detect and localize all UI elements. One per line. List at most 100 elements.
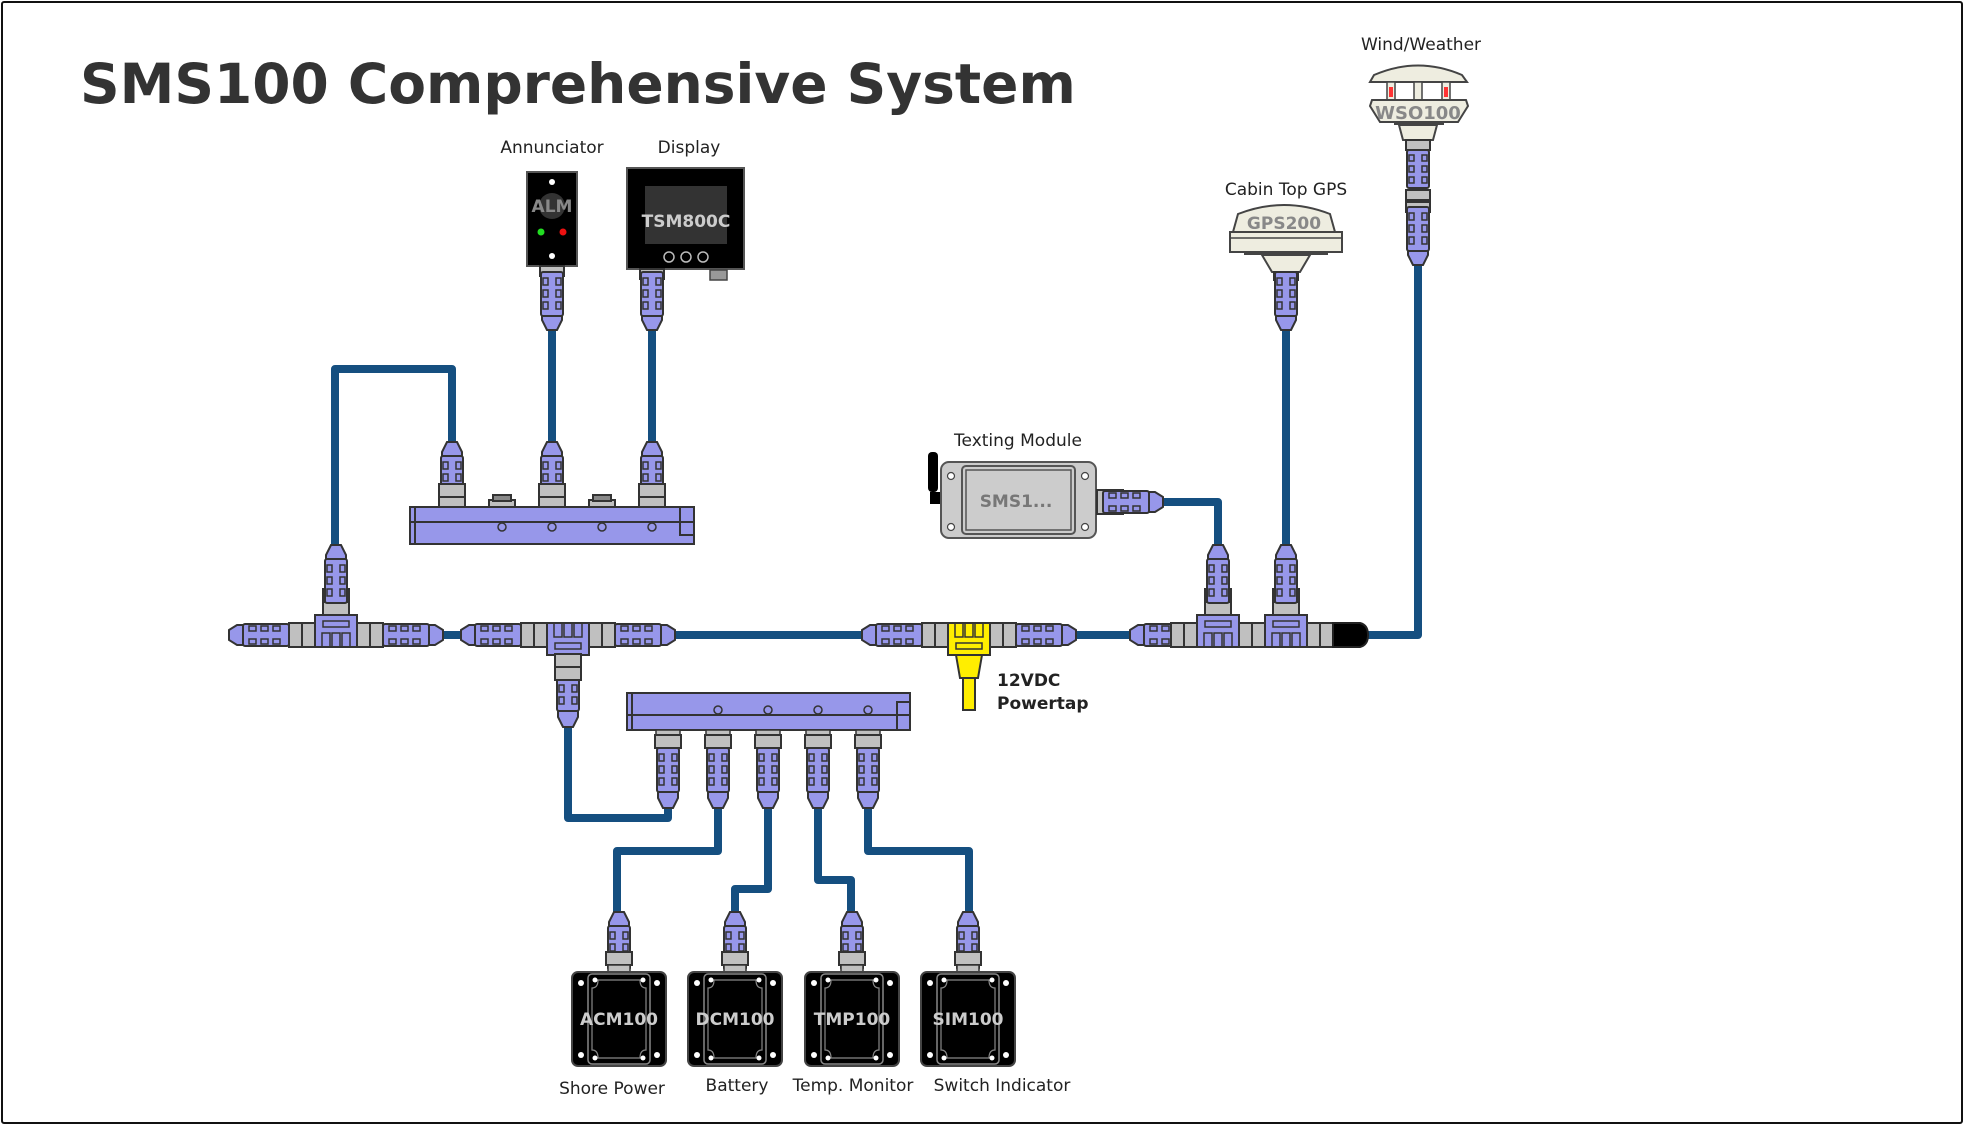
grip-notch <box>1221 588 1228 597</box>
grip-notch <box>642 461 649 470</box>
tee-stems <box>322 544 1300 728</box>
grip-notch <box>721 753 728 762</box>
grip-notch <box>655 461 662 470</box>
port-collar <box>723 964 747 973</box>
display-button-icon <box>680 251 692 263</box>
lid-screw <box>873 977 879 983</box>
module-model: SIM100 <box>933 1010 1004 1030</box>
acm-cable <box>613 790 722 912</box>
display-device: TSM800C <box>626 167 745 331</box>
block-port-hole <box>497 522 507 532</box>
coupler-ring <box>838 951 866 966</box>
grip-notch <box>558 696 565 705</box>
wso-model: WSO100 <box>1375 103 1461 124</box>
module-caption: Shore Power <box>559 1079 665 1099</box>
grip-notch <box>893 625 902 632</box>
grip-notch <box>708 777 715 786</box>
powertap-tee <box>861 622 1077 656</box>
connector-tip <box>557 710 579 728</box>
display-button-icon <box>663 251 675 263</box>
bus-tee-upper-block <box>228 614 444 648</box>
module-lid-inner <box>824 979 880 1059</box>
coupler-ring <box>954 951 982 966</box>
grip-notch <box>1276 301 1283 310</box>
coupler-ring <box>754 734 782 749</box>
grip-notch <box>339 564 346 573</box>
port-collar <box>638 496 666 508</box>
coupler-ring <box>301 622 316 648</box>
grip-notch <box>339 588 346 597</box>
lid-screw <box>640 977 646 983</box>
texting-module-device: SMS1... <box>928 452 1164 539</box>
grip-notch <box>400 625 409 632</box>
lid-screw <box>592 1055 598 1061</box>
lower-block-feed-cable <box>564 725 672 822</box>
grip-notch <box>958 943 965 952</box>
grip-notch <box>632 638 641 645</box>
coupler-ring <box>1238 622 1253 648</box>
grip-notch <box>655 289 662 298</box>
grip-notch <box>272 638 281 645</box>
grip-notch <box>858 777 865 786</box>
tee-finger <box>331 632 341 647</box>
module-lid <box>820 973 884 1065</box>
display-caption: Display <box>657 138 721 158</box>
grip-notch <box>1408 165 1415 173</box>
coupler-ring <box>921 622 936 648</box>
module-caption: Temp. Monitor <box>792 1076 914 1096</box>
powertap-label: 12VDC Powertap <box>997 670 1089 716</box>
module-lid-inner <box>940 979 996 1059</box>
screw-hole <box>946 522 956 532</box>
lid-screw <box>941 977 947 983</box>
mount-hole <box>927 1052 933 1058</box>
mount-hole <box>1003 980 1009 986</box>
grip-notch <box>272 625 281 632</box>
grip-notch <box>1421 236 1428 245</box>
module-caption: Battery <box>705 1076 769 1096</box>
coupler-ring <box>554 653 582 668</box>
grip-notch <box>542 461 549 470</box>
mount-hole <box>654 980 660 986</box>
connector-tip <box>857 791 879 809</box>
grip-notch <box>1161 638 1170 645</box>
grip-notch <box>1276 289 1283 298</box>
coupler-ring <box>1319 622 1334 648</box>
port-collar <box>538 496 566 508</box>
module-acm100: ACM100 <box>571 911 667 1067</box>
module-lid-inner <box>707 979 763 1059</box>
gps-neck <box>1260 254 1312 273</box>
screw-hole <box>946 471 956 481</box>
texting-module-caption: Texting Module <box>954 431 1082 451</box>
connector-tip <box>807 791 829 809</box>
gps-rim <box>1229 231 1343 253</box>
grip-notch <box>905 638 914 645</box>
grip-notch <box>480 625 489 632</box>
coupler-ring <box>804 734 832 749</box>
grip-notch <box>893 638 902 645</box>
gps-device: GPS200 <box>1229 204 1343 331</box>
grip-notch <box>555 461 562 470</box>
mount-hole <box>770 980 776 986</box>
gps-dome <box>1231 204 1337 233</box>
tee-slot <box>1204 620 1232 628</box>
lid-screw <box>756 1055 762 1061</box>
mount-hole <box>1003 1052 1009 1058</box>
grip-notch <box>1132 505 1141 512</box>
grip-notch <box>480 638 489 645</box>
grip-notch <box>1408 212 1415 221</box>
grip-notch <box>771 765 778 774</box>
mount-hole <box>578 1052 584 1058</box>
grip-notch <box>555 289 562 298</box>
grip-notch <box>609 931 616 940</box>
block-port-hole <box>547 522 557 532</box>
grip-notch <box>1021 638 1030 645</box>
grip-notch <box>771 777 778 786</box>
grip-notch <box>1149 638 1158 645</box>
coupler-ring <box>1306 622 1321 648</box>
tee-finger <box>1223 632 1233 647</box>
grip-notch <box>442 461 449 470</box>
mount-hole <box>654 1052 660 1058</box>
tee-finger <box>563 623 573 638</box>
